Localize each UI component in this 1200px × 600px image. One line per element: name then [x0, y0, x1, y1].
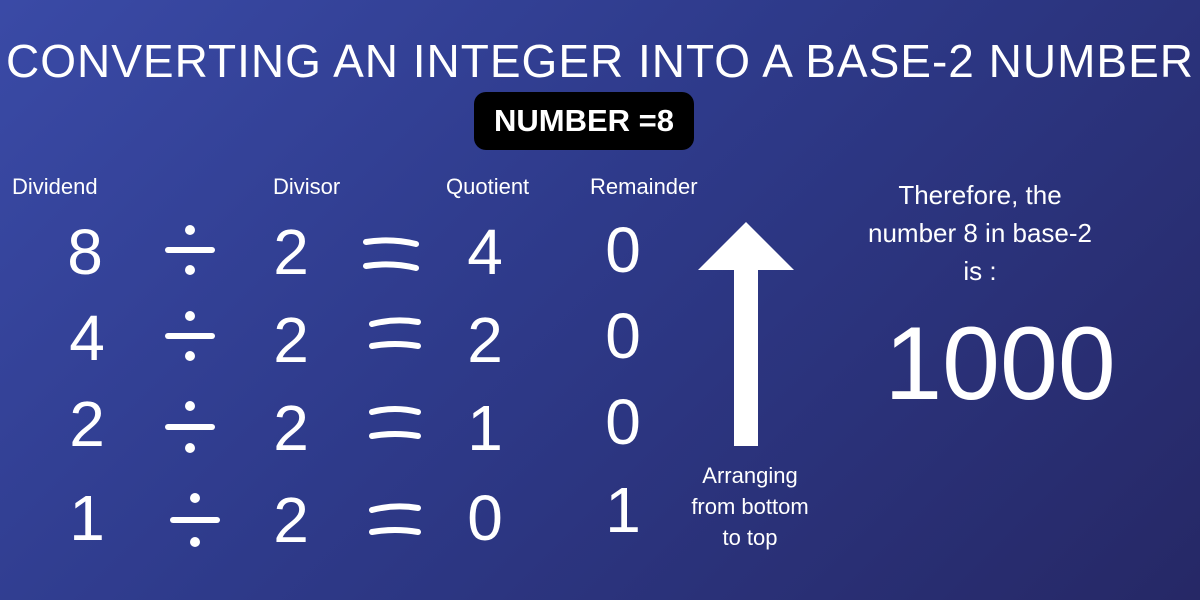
dividend-value: 2: [69, 388, 105, 460]
quotient-value: 1: [467, 392, 503, 464]
divide-icon: [160, 488, 230, 552]
remainder-value: 1: [605, 474, 641, 546]
divisor-value: 2: [273, 304, 309, 376]
conclusion-text: Therefore, the number 8 in base-2 is :: [867, 180, 1093, 286]
arrow-up-icon: [696, 222, 796, 453]
divisor-value: 2: [273, 392, 309, 464]
dividend-value: 4: [69, 302, 105, 374]
header-remainder: Remainder: [590, 174, 698, 199]
equals-icon: [360, 392, 430, 456]
divide-icon: [155, 396, 225, 460]
divide-icon: [155, 218, 225, 282]
arrow-caption: Arranging from bottom to top: [691, 463, 809, 550]
dividend-value: 1: [69, 482, 105, 554]
header-quotient: Quotient: [446, 174, 530, 199]
quotient-value: 4: [467, 216, 503, 288]
remainder-value: 0: [605, 300, 641, 372]
equals-icon: [356, 222, 426, 286]
number-badge-label: NUMBER =8: [493, 103, 674, 138]
remainder-value: 0: [605, 214, 641, 286]
header-divisor: Divisor: [273, 174, 341, 199]
quotient-value: 2: [467, 304, 503, 376]
number-badge: NUMBER =8: [474, 92, 694, 150]
equals-icon: [360, 304, 430, 368]
divisor-value: 2: [273, 216, 309, 288]
dividend-value: 8: [67, 216, 103, 288]
divide-icon: [155, 304, 225, 368]
remainder-value: 0: [605, 386, 641, 458]
divisor-value: 2: [273, 484, 309, 556]
quotient-value: 0: [467, 482, 503, 554]
result-value: 1000: [884, 306, 1116, 422]
header-dividend: Dividend: [12, 174, 98, 199]
equals-icon: [360, 486, 430, 550]
page-title: CONVERTING AN INTEGER INTO A BASE-2 NUMB…: [6, 35, 1194, 87]
